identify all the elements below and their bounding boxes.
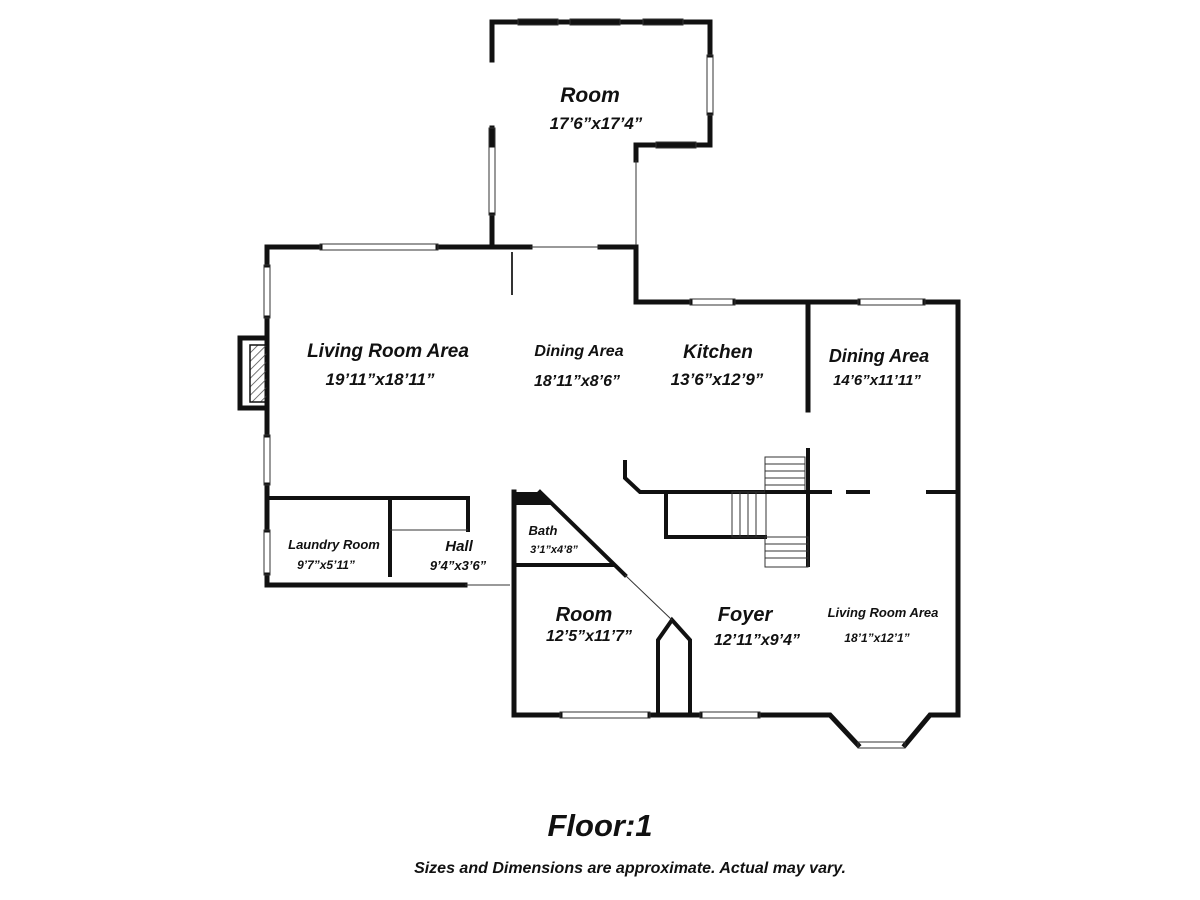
room-name: Dining Area <box>534 343 623 360</box>
room-name: Kitchen <box>683 342 753 363</box>
room-size: 12’11”x9’4” <box>714 632 800 649</box>
room-bottom: Room 12’5”x11’7” <box>546 604 632 645</box>
room-foyer: Foyer 12’11”x9’4” <box>714 604 800 649</box>
room-size: 17’6”x17’4” <box>550 114 643 133</box>
room-name: Room <box>560 84 620 107</box>
room-living-left: Living Room Area 19’11”x18’11” <box>307 341 469 389</box>
room-name: Room <box>556 604 613 626</box>
fireplace <box>249 344 268 403</box>
room-size: 18’1”x12’1” <box>844 631 909 645</box>
room-name: Living Room Area <box>828 605 939 620</box>
room-dining-mid: Dining Area 18’11”x8’6” <box>534 343 624 390</box>
floor-title: Floor:1 <box>547 808 653 843</box>
room-name: Laundry Room <box>288 537 380 552</box>
windows <box>263 18 926 749</box>
room-name: Bath <box>529 523 558 538</box>
room-name: Living Room Area <box>307 341 469 362</box>
room-kitchen: Kitchen 13’6”x12’9” <box>671 342 764 389</box>
room-name: Hall <box>445 538 473 555</box>
room-size: 3’1”x4’8” <box>530 544 578 556</box>
room-size: 12’5”x11’7” <box>546 628 632 645</box>
room-size: 19’11”x18’11” <box>325 370 435 389</box>
room-dining-right: Dining Area 14’6”x11’11” <box>829 346 929 389</box>
room-top: Room 17’6”x17’4” <box>550 84 643 133</box>
room-living-right: Living Room Area 18’1”x12’1” <box>828 605 939 645</box>
room-name: Dining Area <box>829 346 929 366</box>
room-size: 9’4”x3’6” <box>430 558 487 573</box>
room-size: 9’7”x5’11” <box>297 558 355 572</box>
room-size: 14’6”x11’11” <box>833 372 921 389</box>
stairs <box>731 456 809 568</box>
room-size: 18’11”x8’6” <box>534 373 620 390</box>
room-size: 13’6”x12’9” <box>671 370 764 389</box>
room-hall: Hall 9’4”x3’6” <box>430 538 487 573</box>
disclaimer: Sizes and Dimensions are approximate. Ac… <box>414 860 846 877</box>
bath-fixture <box>514 492 552 505</box>
room-name: Foyer <box>718 604 774 626</box>
room-laundry: Laundry Room 9’7”x5’11” <box>288 537 380 572</box>
room-bath: Bath 3’1”x4’8” <box>529 523 579 556</box>
